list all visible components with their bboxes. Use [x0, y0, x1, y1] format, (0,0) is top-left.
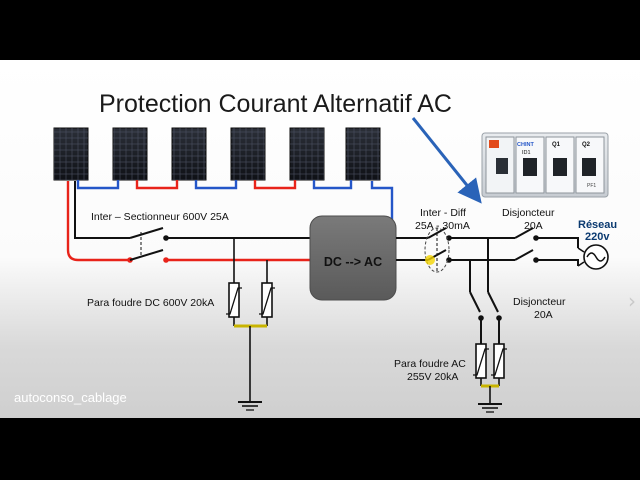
photo-brand-label: CHINT: [517, 142, 534, 148]
photo-pf-label: PF1: [587, 183, 596, 189]
disjoncteur-2-label: Disjoncteur: [513, 296, 566, 308]
photo-id1-label: ID1: [522, 150, 531, 156]
grid-voltage: 220v: [585, 231, 610, 243]
solar-panels: [53, 127, 381, 181]
panel-series-links: [76, 180, 353, 190]
solar-panel: [171, 127, 207, 181]
grid-source: [577, 244, 609, 270]
wiring-diagram: Protection Courant Alternatif AC: [14, 90, 617, 413]
inter-diff-rating: 25A - 30mA: [415, 220, 470, 232]
solar-panel: [345, 127, 381, 181]
solar-panel: [112, 127, 148, 181]
diagram-title: Protection Courant Alternatif AC: [99, 90, 452, 118]
inter-diff-label: Inter - Diff: [420, 207, 466, 219]
chevron-right-icon[interactable]: ›: [628, 289, 636, 313]
ac-surge-protector-rating: 255V 20kA: [407, 371, 458, 383]
ac-surge-protector: [473, 343, 507, 413]
solar-panel: [53, 127, 89, 181]
inverter-label: DC --> AC: [324, 255, 382, 269]
dc-wiring: [66, 181, 394, 262]
channel-watermark: autoconso_cablage: [14, 390, 127, 405]
differential-switch-highlight: [424, 227, 450, 273]
solar-panel: [289, 127, 325, 181]
photo-q1-label: Q1: [552, 142, 561, 148]
ac-surge-protector-label: Para foudre AC: [394, 358, 466, 370]
sectionneur-label: Inter – Sectionneur 600V 25A: [91, 211, 229, 223]
slide-frame: Protection Courant Alternatif AC: [0, 60, 640, 418]
dc-surge-protector-label: Para foudre DC 600V 20kA: [87, 297, 214, 309]
ac-wiring: [396, 227, 579, 344]
grid-label: Réseau: [578, 219, 617, 231]
annotation-arrow: [411, 117, 482, 204]
photo-q2-label: Q2: [582, 142, 591, 148]
dc-surge-protector: [226, 238, 275, 411]
disjoncteur-1-label: Disjoncteur: [502, 207, 555, 219]
disjoncteur-2-rating: 20A: [534, 309, 553, 321]
dc-disconnect-switch: [127, 227, 310, 263]
disjoncteur-1-rating: 20A: [524, 220, 543, 232]
inverter: DC --> AC: [309, 215, 397, 301]
breaker-panel-photo: CHINT ID1 Q1 Q2 PF1: [481, 132, 609, 198]
solar-panel: [230, 127, 266, 181]
